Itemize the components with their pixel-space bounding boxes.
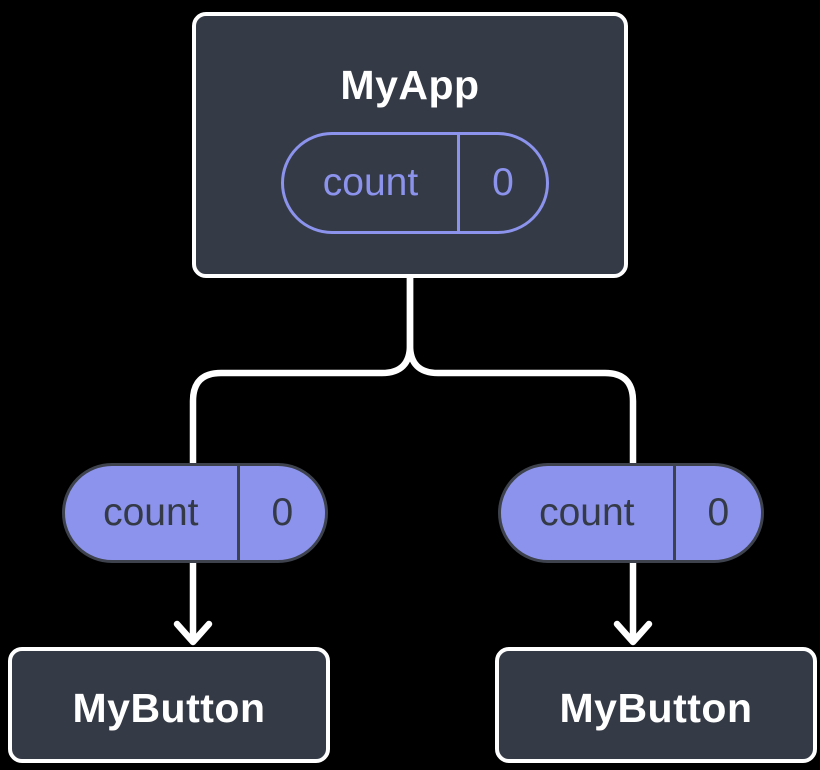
- prop-pill-right-name: count: [539, 491, 635, 534]
- state-pill-name: count: [322, 161, 419, 204]
- button-node-left-title: MyButton: [72, 685, 266, 731]
- state-pill-divider: [456, 135, 460, 231]
- prop-pill-left-divider: [236, 466, 240, 560]
- button-node-right: MyButton: [495, 647, 817, 763]
- arrow-left-head: [173, 620, 213, 646]
- button-node-left: MyButton: [8, 647, 330, 763]
- prop-pill-left-value: 0: [271, 491, 294, 534]
- app-node: MyApp count 0: [192, 12, 628, 278]
- state-pill-value: 0: [492, 161, 514, 204]
- prop-pill-right-value: 0: [707, 491, 730, 534]
- state-pill: count 0: [281, 132, 549, 234]
- arrow-right-head: [613, 620, 653, 646]
- prop-pill-right: count 0: [498, 463, 764, 563]
- connector-right-branch: [406, 276, 637, 465]
- prop-pill-left-name: count: [103, 491, 199, 534]
- connector-left-branch: [189, 276, 414, 465]
- prop-pill-right-divider: [672, 466, 676, 560]
- app-node-title: MyApp: [340, 62, 480, 108]
- prop-pill-left: count 0: [62, 463, 328, 563]
- button-node-right-title: MyButton: [559, 685, 753, 731]
